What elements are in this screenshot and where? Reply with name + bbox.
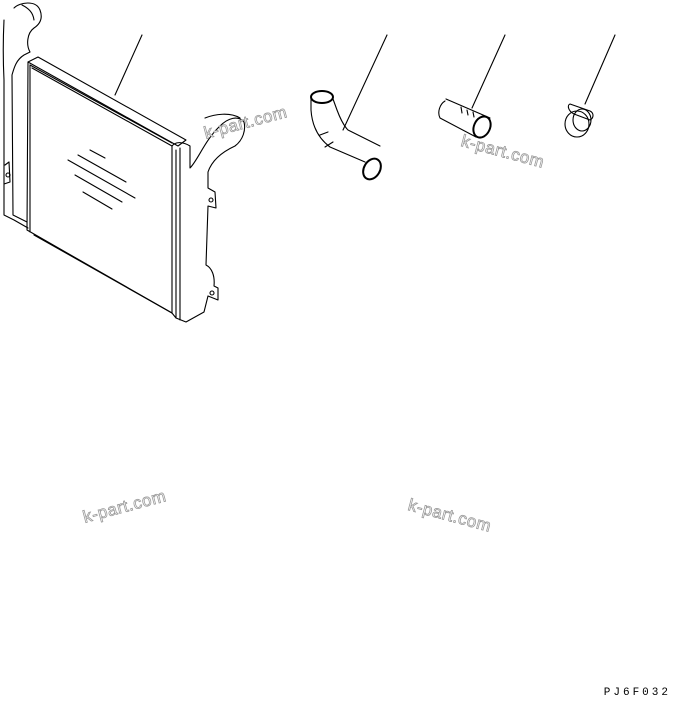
clamp-icon[interactable] (564, 34, 616, 138)
aftercooler-icon[interactable] (2, 2, 246, 323)
hose-icon[interactable] (438, 34, 506, 140)
drawing-code: PJ6F032 (603, 687, 671, 699)
elbow-hose-icon[interactable] (310, 34, 388, 183)
